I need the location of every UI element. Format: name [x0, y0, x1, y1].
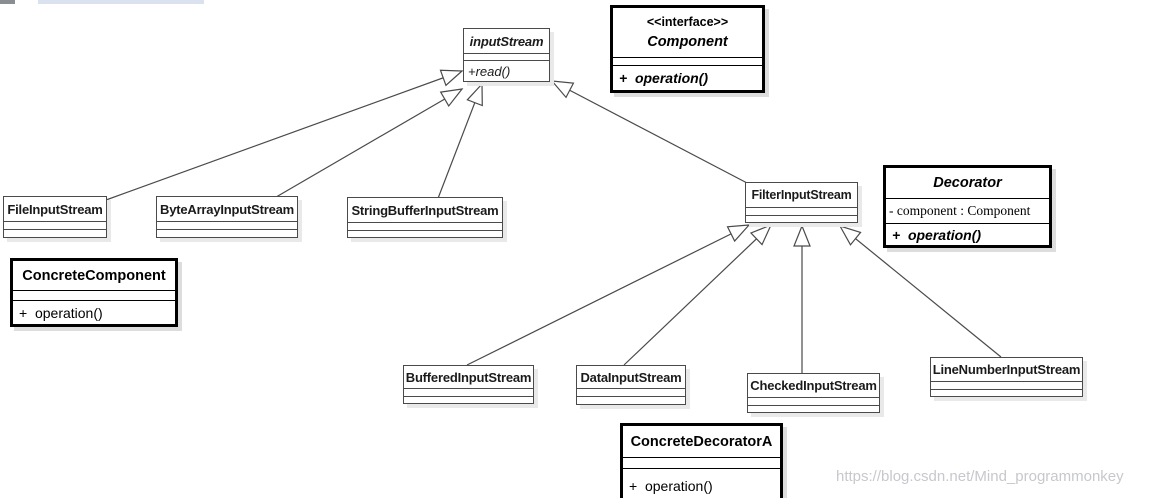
class-box-concretecomponent: ConcreteComponent + operation() [10, 258, 178, 327]
class-box-bytearrayinputstream: ByteArrayInputStream [156, 196, 298, 238]
class-title: DataInputStream [577, 366, 685, 389]
class-title-block: ConcreteDecoratorA [623, 426, 780, 458]
generalization-edge [838, 224, 1002, 358]
class-method: + operation() [619, 70, 709, 86]
attributes-compartment [748, 398, 879, 406]
attributes-compartment [4, 222, 106, 230]
attributes-compartment [13, 291, 175, 301]
class-title: CheckedInputStream [748, 374, 879, 398]
class-title-block: <<interface>> Component [613, 8, 762, 58]
scrollbar-fragment [0, 0, 15, 4]
attributes-compartment [931, 382, 1082, 390]
attributes-compartment [613, 58, 762, 66]
class-title: StringBufferInputStream [348, 198, 502, 223]
class-method: + operation() [629, 477, 713, 494]
class-title-block: Decorator [886, 168, 1049, 199]
generalization-edge [623, 223, 773, 366]
class-method: + operation() [19, 304, 103, 321]
class-title: ConcreteDecoratorA [630, 433, 773, 450]
class-method: +read() [468, 63, 511, 79]
class-box-datainputstream: DataInputStream [576, 365, 686, 405]
class-box-component: <<interface>> Component + operation() [610, 5, 765, 93]
class-title: inputStream [464, 29, 549, 54]
class-title: Decorator [933, 175, 1002, 191]
class-box-filterinputstream: FilterInputStream [745, 182, 858, 223]
class-title: Component [647, 34, 728, 50]
attributes-compartment [464, 54, 549, 61]
class-box-fileinputstream: FileInputStream [3, 196, 107, 238]
attributes-compartment [404, 389, 533, 397]
class-box-stringbufferinputstream: StringBufferInputStream [347, 197, 503, 238]
class-title: LineNumberInputStream [931, 358, 1082, 382]
methods-compartment [931, 390, 1082, 396]
generalization-edge [466, 224, 751, 366]
class-title: ConcreteComponent [22, 267, 166, 284]
stereotype-label: <<interface>> [646, 15, 729, 29]
methods-compartment [577, 397, 685, 404]
csdn-watermark: https://blog.csdn.net/Mind_programmonkey [836, 468, 1124, 485]
attributes-compartment [623, 458, 780, 469]
attributes-compartment [157, 222, 297, 230]
class-box-bufferedinputstream: BufferedInputStream [403, 365, 534, 404]
generalization-edge [436, 82, 483, 202]
class-title: FilterInputStream [746, 183, 857, 208]
class-box-checkedinputstream: CheckedInputStream [747, 373, 880, 413]
class-title: BufferedInputStream [404, 366, 533, 389]
methods-compartment [404, 397, 533, 403]
class-attribute: - component : Component [886, 199, 1049, 224]
attributes-compartment [577, 389, 685, 397]
methods-compartment [748, 406, 879, 412]
selection-highlight-fragment [38, 0, 204, 4]
class-box-decorator: Decorator - component : Component + oper… [883, 165, 1052, 248]
class-title: FileInputStream [4, 197, 106, 222]
class-box-concretedecoratora: ConcreteDecoratorA + operation() [620, 423, 783, 498]
class-title: ByteArrayInputStream [157, 197, 297, 222]
attributes-compartment [746, 208, 857, 216]
class-box-inputstream: inputStream +read() [463, 28, 550, 82]
methods-compartment [348, 231, 502, 237]
class-title-block: ConcreteComponent [13, 261, 175, 291]
class-method: + operation() [892, 226, 982, 243]
generalization-edge [550, 80, 750, 185]
class-box-linenumberinputstream: LineNumberInputStream [930, 357, 1083, 397]
methods-compartment [746, 216, 857, 222]
generalization-edge [270, 88, 464, 201]
methods-compartment [157, 230, 297, 237]
attributes-compartment [348, 223, 502, 231]
generalization-edge [105, 69, 464, 201]
methods-compartment [4, 230, 106, 237]
